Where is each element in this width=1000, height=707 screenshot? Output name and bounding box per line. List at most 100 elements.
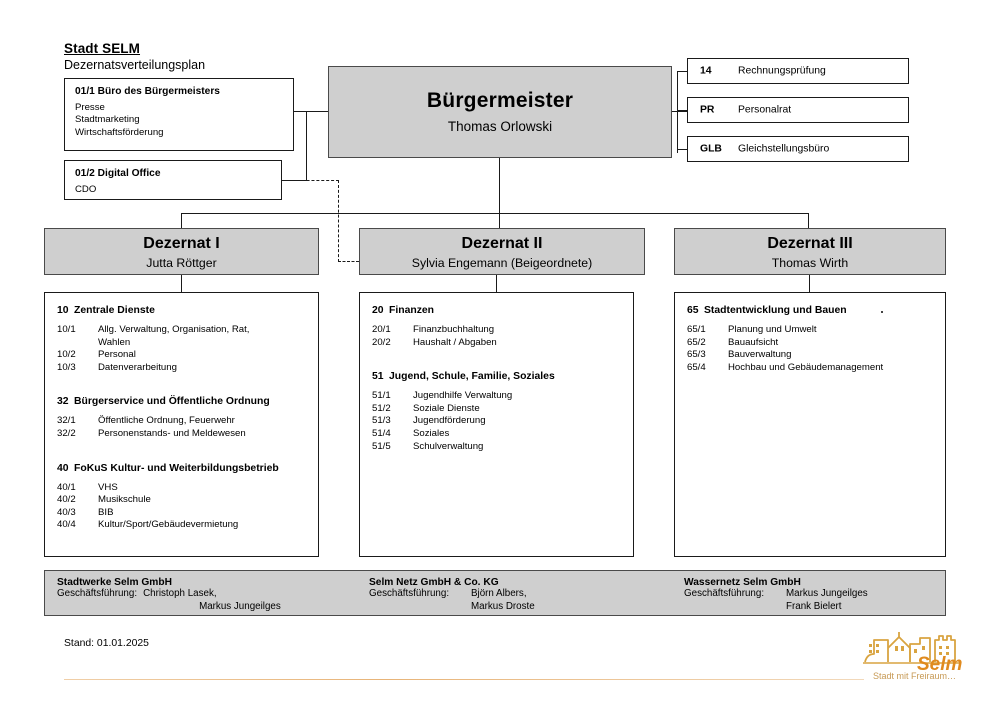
department-block[interactable]: 40 FoKuS Kultur- und Weiterbildungsbetrie… [57,463,308,532]
dezernat-head-iii[interactable]: Dezernat III Thomas Wirth [674,228,946,275]
company-wassernetz-selm[interactable]: Wassernetz Selm GmbH Geschäftsführung: M… [684,577,868,613]
dezernat-head-i[interactable]: Dezernat I Jutta Röttger [44,228,319,275]
dezernat-title: Dezernat III [767,235,853,252]
subunit-label: Haushalt / Abgaben [413,336,497,348]
subunit-label: Hochbau und Gebäudemanagement [728,361,884,373]
status-date: Stand: 01.01.2025 [64,638,149,649]
subunit-label: Personenstands- und Meldewesen [98,427,246,439]
company-name: Selm Netz GmbH & Co. KG [369,577,499,588]
department-number: 20 [372,305,384,316]
subunit-row[interactable]: 40/3 BIB [57,507,308,520]
subunit-label: Bauverwaltung [728,349,792,361]
subunit-label: Finanzbuchhaltung [413,324,495,335]
staff-box-buero-buergermeister[interactable]: 01/1 Büro des Bürgermeisters Presse Stad… [64,78,294,151]
company-managers: Björn Albers, Markus Droste [471,588,535,613]
selm-logo-claim: Stadt mit Freiraum… [873,671,956,681]
subunit-number: 51/5 [372,440,391,452]
staff-line: CDO [75,184,97,195]
company-role-label: Geschäftsführung: [369,588,450,599]
connector-side-14 [677,71,687,73]
department-name: Finanzen [389,305,435,316]
dezernat-title: Dezernat II [461,235,543,252]
page-subtitle: Dezernatsverteilungsplan [64,58,206,72]
connector-dez2-head-body [496,275,498,292]
company-manager: Markus Droste [471,600,535,612]
subunit-label: BIB [98,506,114,518]
company-selm-netz[interactable]: Selm Netz GmbH & Co. KG Geschäftsführung… [369,577,535,613]
subunit-label: Personal [98,349,136,361]
side-unit-gleichstellungsbuero[interactable]: GLB Gleichstellungsbüro [687,136,909,162]
subunit-number: 40/3 [57,506,76,518]
dezernat-title: Dezernat I [143,235,220,252]
selm-logo-icon: Selm Stadt mit Freiraum… [863,632,963,681]
side-unit-personalrat[interactable]: PR Personalrat [687,97,909,123]
company-name: Stadtwerke Selm GmbH [57,577,172,588]
connector-bus-dez3 [808,213,810,228]
department-number: 40 [57,462,69,474]
side-unit-label: Personalrat [738,104,792,116]
department-name: Stadtentwicklung und Bauen [704,305,847,316]
subunit-row[interactable]: 65/3 Bauverwaltung [687,349,935,362]
staff-line: Wirtschaftsförderung [75,126,164,138]
subunit-label: Bauaufsicht [728,336,779,348]
subunit-row[interactable]: 20/2 Haushalt / Abgaben [372,337,623,350]
staff-box-lines: CDO [75,184,281,196]
subunit-number: 65/3 [687,349,706,361]
company-stadtwerke-selm[interactable]: Stadtwerke Selm GmbH Geschäftsführung: C… [57,577,281,613]
staff-box-digital-office[interactable]: 01/2 Digital Office CDO [64,160,282,200]
subunit-number: 51/4 [372,427,391,439]
staff-box-title: 01/2 Digital Office [75,168,161,179]
subunit-number: 20/2 [372,336,391,348]
mayor-box[interactable]: Bürgermeister Thomas Orlowski [328,66,672,158]
department-name: FoKuS Kultur- und Weiterbildungsbetrieb [74,462,279,474]
connector-dez3-head-body [809,275,811,292]
subunit-label: Musikschule [98,494,151,506]
department-name: Bürgerservice und Öffentliche Ordnung [74,396,270,408]
staff-box-title: 01/1 Büro des Bürgermeisters [75,86,220,97]
side-unit-code: 14 [700,65,712,77]
stray-dot-mark [880,311,883,313]
dezernat-head-ii[interactable]: Dezernat II Sylvia Engemann (Beigeordnet… [359,228,645,275]
subunit-number: 10/1 [57,324,76,335]
connector-side-vertical [677,71,679,153]
company-manager: Björn Albers, [471,588,527,599]
subunit-label: Öffentliche Ordnung, Feuerwehr [98,415,235,427]
company-management: Geschäftsführung: Markus Jungeilges Fran… [684,588,868,613]
side-unit-rechnungspruefung[interactable]: 14 Rechnungsprüfung [687,58,909,84]
companies-bar: Stadtwerke Selm GmbH Geschäftsführung: C… [44,570,946,616]
department-number: 51 [372,371,384,383]
subunit-label: Datenverarbeitung [98,361,177,373]
subunit-number: 51/2 [372,402,391,414]
subunit-number: 65/4 [687,361,706,373]
company-role-label: Geschäftsführung: [57,588,138,599]
subunit-row[interactable]: 65/4 Hochbau und Gebäudemanagement [687,362,935,375]
